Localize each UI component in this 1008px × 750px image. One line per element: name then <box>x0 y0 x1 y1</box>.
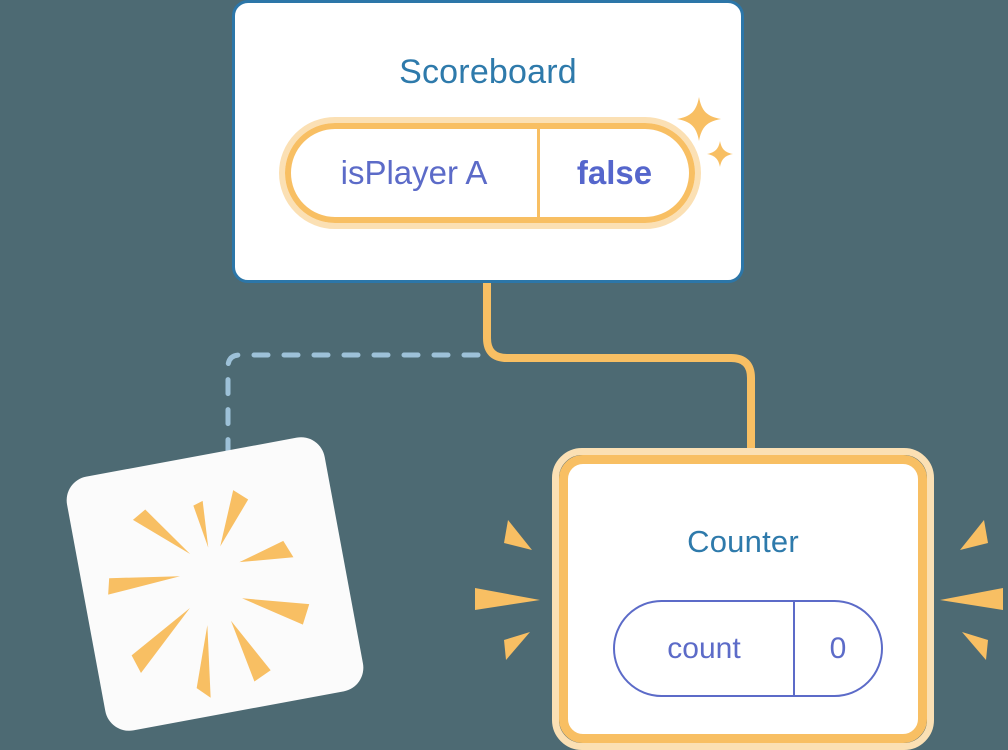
scoreboard-title: Scoreboard <box>399 53 577 91</box>
burst-rays-icon <box>108 490 310 698</box>
pill-body: isPlayer A false <box>285 123 695 223</box>
pill-divider <box>537 129 540 217</box>
counter-state-pill[interactable]: count 0 <box>613 600 883 697</box>
counter-card[interactable]: Counter count 0 <box>552 448 934 750</box>
pill-highlight-glow <box>279 117 701 229</box>
blank-card[interactable] <box>62 433 368 735</box>
scoreboard-state-value: false <box>576 154 653 191</box>
connector-scoreboard-to-counter <box>483 281 755 470</box>
counter-rays-right-icon <box>940 500 1008 680</box>
sparkle-large-icon <box>676 96 722 142</box>
pill-divider <box>793 602 795 695</box>
counter-state-key: count <box>667 631 741 665</box>
scoreboard-state-key: isPlayer A <box>340 154 488 191</box>
scoreboard-card[interactable]: Scoreboard isPlayer A false <box>232 0 744 283</box>
sparkle-small-icon <box>706 140 734 168</box>
counter-state-value: 0 <box>829 631 847 665</box>
counter-title: Counter <box>687 524 799 559</box>
scoreboard-state-pill[interactable]: isPlayer A false <box>279 117 701 229</box>
counter-rays-left-icon <box>470 500 560 680</box>
counter-card-body: Counter count 0 <box>559 455 927 743</box>
